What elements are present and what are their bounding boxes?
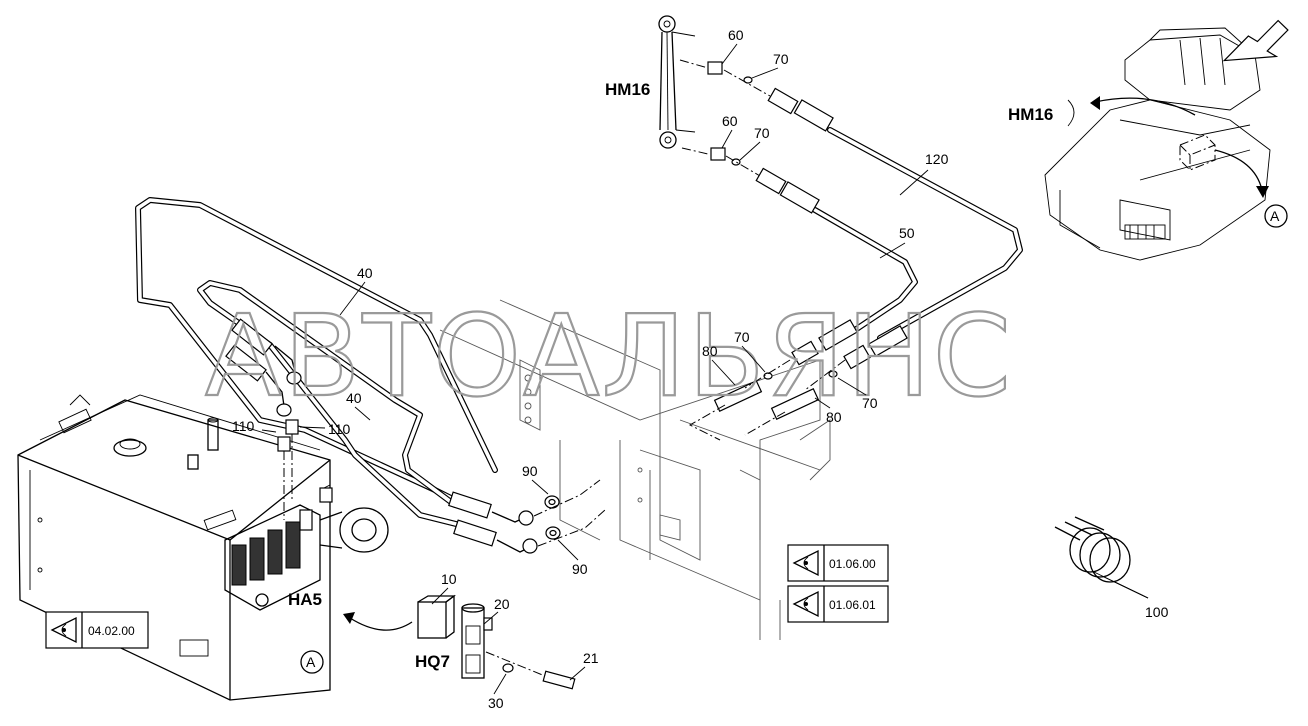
cylinder-hm16 [658,15,709,155]
callout-10: 10 [441,571,457,587]
machine-frame [439,299,831,640]
callout-30: 30 [488,695,504,711]
solenoid-valve-hq7 [417,594,576,690]
eye-reference-icon [792,549,819,577]
callout-21: 21 [583,650,599,666]
callout-labels: 60 70 60 70 120 50 40 40 110 110 90 90 8… [232,27,1169,711]
hydraulic-tank [17,394,331,701]
eye-reference-icon [792,590,819,618]
hose-40-inner [197,280,463,528]
hose-40-fittings [225,318,538,554]
nuts-90 [533,479,606,547]
callout-40-mid: 40 [346,390,362,406]
reference-box-010600: 01.06.00 [787,544,889,582]
callout-70-top: 70 [773,51,789,67]
callout-20: 20 [494,596,510,612]
watermark: АВТОАЛЬЯНС [205,292,1013,422]
valve-block-ha5 [224,487,389,611]
reference-box-040200: 04.02.00 [45,611,149,649]
svg-text:A: A [1270,208,1280,224]
label-hm16-inset: HM16 [1008,105,1053,124]
reference-code: 04.02.00 [88,624,135,638]
callout-120: 120 [925,151,949,167]
callout-80-left: 80 [702,343,718,359]
callout-110-right: 110 [328,421,351,437]
pointer-arrows [343,96,1269,631]
adapters-80-washers-70 [688,359,846,441]
reference-code: 01.06.00 [829,557,876,571]
hose-120 [767,87,1023,370]
eye-reference-icon [50,616,77,644]
circle-mark-a-tank: A [300,650,324,674]
callout-110-left: 110 [232,418,255,434]
leader-lines [339,43,929,695]
adapters-60-washers-70 [707,61,771,177]
callout-50: 50 [899,225,915,241]
reference-box-010601: 01.06.01 [787,585,889,623]
hose-40-outer [135,197,498,503]
callout-70-mid: 70 [754,125,770,141]
svg-text:A: A [306,654,316,670]
label-hm16: HM16 [605,80,650,99]
callout-90-top: 90 [522,463,538,479]
circle-mark-a-inset: A [1264,204,1288,228]
cable-ties-100 [1054,516,1149,599]
callout-40-top: 40 [357,265,373,281]
callout-70-center: 70 [734,329,750,345]
callout-100: 100 [1145,604,1169,620]
callout-90-bottom: 90 [572,561,588,577]
reference-code: 01.06.01 [829,598,876,612]
callout-60-mid: 60 [722,113,738,129]
hose-50 [755,167,918,366]
hm16-inset-bracket [1067,99,1075,127]
callout-60-top: 60 [728,27,744,43]
label-ha5: HA5 [288,590,322,609]
machine-overview-inset [1044,19,1289,261]
adapter-110-pair [261,419,326,520]
view-direction-arrow-icon [1222,19,1289,62]
label-hq7: HQ7 [415,652,450,671]
callout-80-right: 80 [826,409,842,425]
callout-70-right: 70 [862,395,878,411]
